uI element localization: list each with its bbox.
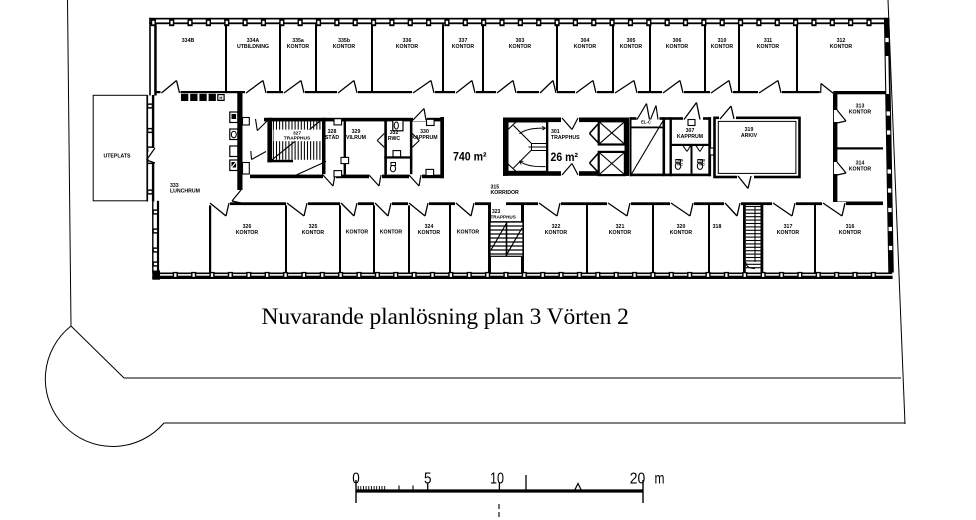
svg-text:KONTOR: KONTOR (236, 230, 259, 236)
svg-text:KONTOR: KONTOR (574, 44, 597, 50)
svg-text:305: 305 (627, 38, 636, 44)
svg-text:325: 325 (309, 224, 318, 230)
svg-text:5: 5 (424, 471, 432, 488)
svg-text:TRAPPHUS: TRAPPHUS (284, 136, 311, 142)
svg-text:304: 304 (581, 38, 590, 44)
svg-text:306: 306 (673, 38, 682, 44)
svg-text:326: 326 (243, 224, 252, 230)
svg-text:KONTOR: KONTOR (452, 44, 475, 50)
svg-text:311: 311 (764, 38, 772, 44)
svg-text:UTBILDNING: UTBILDNING (237, 44, 269, 50)
svg-text:KONTOR: KONTOR (711, 44, 734, 50)
svg-text:309: 309 (677, 159, 683, 163)
svg-text:334A: 334A (247, 38, 260, 44)
svg-text:KONTOR: KONTOR (302, 230, 325, 236)
svg-text:Nuvarande planlösning plan 3 V: Nuvarande planlösning plan 3 Vörten 2 (262, 304, 629, 330)
svg-text:LUNCHRUM: LUNCHRUM (170, 189, 200, 195)
svg-text:KONTOR: KONTOR (670, 230, 693, 236)
svg-text:303: 303 (516, 38, 525, 44)
svg-text:318: 318 (713, 224, 722, 230)
svg-text:336: 336 (403, 38, 412, 44)
svg-text:H: H (219, 95, 222, 100)
svg-text:EL-C: EL-C (641, 120, 651, 125)
svg-text:KONTOR: KONTOR (396, 44, 419, 50)
svg-text:312: 312 (837, 38, 846, 44)
svg-text:KONTOR: KONTOR (757, 44, 780, 50)
svg-text:332: 332 (390, 130, 399, 136)
svg-text:K: K (192, 95, 196, 100)
svg-text:335b: 335b (338, 38, 350, 44)
svg-text:314: 314 (856, 160, 865, 166)
svg-text:308: 308 (699, 159, 705, 163)
svg-text:319: 319 (745, 127, 754, 133)
svg-text:KONTOR: KONTOR (346, 230, 369, 236)
svg-text:330: 330 (420, 129, 429, 135)
svg-text:337: 337 (459, 38, 468, 44)
svg-text:UTEPLATS: UTEPLATS (104, 154, 132, 160)
svg-text:WC: WC (677, 163, 683, 167)
svg-text:323: 323 (492, 209, 501, 215)
svg-text:329: 329 (352, 129, 361, 135)
svg-text:KONTOR: KONTOR (849, 109, 872, 115)
svg-text:KONTOR: KONTOR (418, 230, 441, 236)
svg-text:WC: WC (699, 163, 705, 167)
svg-text:KONTOR: KONTOR (333, 44, 356, 50)
svg-text:KONTOR: KONTOR (849, 166, 872, 172)
svg-text:328: 328 (328, 129, 337, 135)
svg-text:STÄD: STÄD (325, 134, 339, 141)
svg-text:TRAPPHUS: TRAPPHUS (491, 215, 516, 220)
svg-text:m: m (655, 471, 665, 488)
svg-text:KONTOR: KONTOR (457, 230, 480, 236)
svg-text:KONTOR: KONTOR (777, 230, 800, 236)
svg-text:VILRUM: VILRUM (346, 135, 366, 141)
svg-text:TRAPPHUS: TRAPPHUS (551, 135, 580, 141)
svg-text:324: 324 (425, 224, 434, 230)
svg-text:20: 20 (630, 471, 646, 488)
svg-text:P: P (183, 95, 186, 100)
svg-text:333: 333 (170, 183, 179, 189)
svg-text:307: 307 (686, 128, 695, 134)
svg-text:316: 316 (846, 224, 855, 230)
svg-text:317: 317 (784, 224, 793, 230)
svg-text:0: 0 (352, 471, 360, 488)
svg-text:315: 315 (491, 184, 500, 190)
svg-text:KAPPRUM: KAPPRUM (411, 135, 437, 141)
svg-text:KAPPRUM: KAPPRUM (677, 134, 703, 140)
svg-text:KONTOR: KONTOR (509, 44, 532, 50)
svg-text:KONTOR: KONTOR (380, 230, 403, 236)
svg-text:KONTOR: KONTOR (620, 44, 643, 50)
svg-text:KONTOR: KONTOR (666, 44, 689, 50)
svg-text:301: 301 (551, 129, 560, 135)
svg-text:KONTOR: KONTOR (839, 230, 862, 236)
svg-text:321: 321 (616, 224, 625, 230)
svg-text:740 m²: 740 m² (453, 150, 487, 164)
svg-text:KONTOR: KONTOR (545, 230, 568, 236)
svg-text:KONTOR: KONTOR (830, 44, 853, 50)
svg-text:327: 327 (293, 130, 301, 136)
svg-text:313: 313 (856, 103, 865, 109)
svg-text:H: H (211, 95, 215, 100)
svg-text:KONTOR: KONTOR (609, 230, 632, 236)
svg-text:26 m²: 26 m² (551, 150, 579, 164)
svg-text:ARKIV: ARKIV (741, 133, 758, 139)
svg-text:335a: 335a (292, 38, 304, 44)
svg-text:KORRIDOR: KORRIDOR (491, 190, 519, 196)
svg-text:322: 322 (552, 224, 561, 230)
svg-text:KONTOR: KONTOR (287, 44, 310, 50)
svg-text:K: K (201, 95, 205, 100)
svg-text:320: 320 (677, 224, 686, 230)
svg-text:RWC: RWC (388, 136, 401, 142)
svg-text:334B: 334B (182, 38, 195, 44)
svg-text:10: 10 (490, 471, 504, 488)
svg-text:310: 310 (718, 38, 727, 44)
